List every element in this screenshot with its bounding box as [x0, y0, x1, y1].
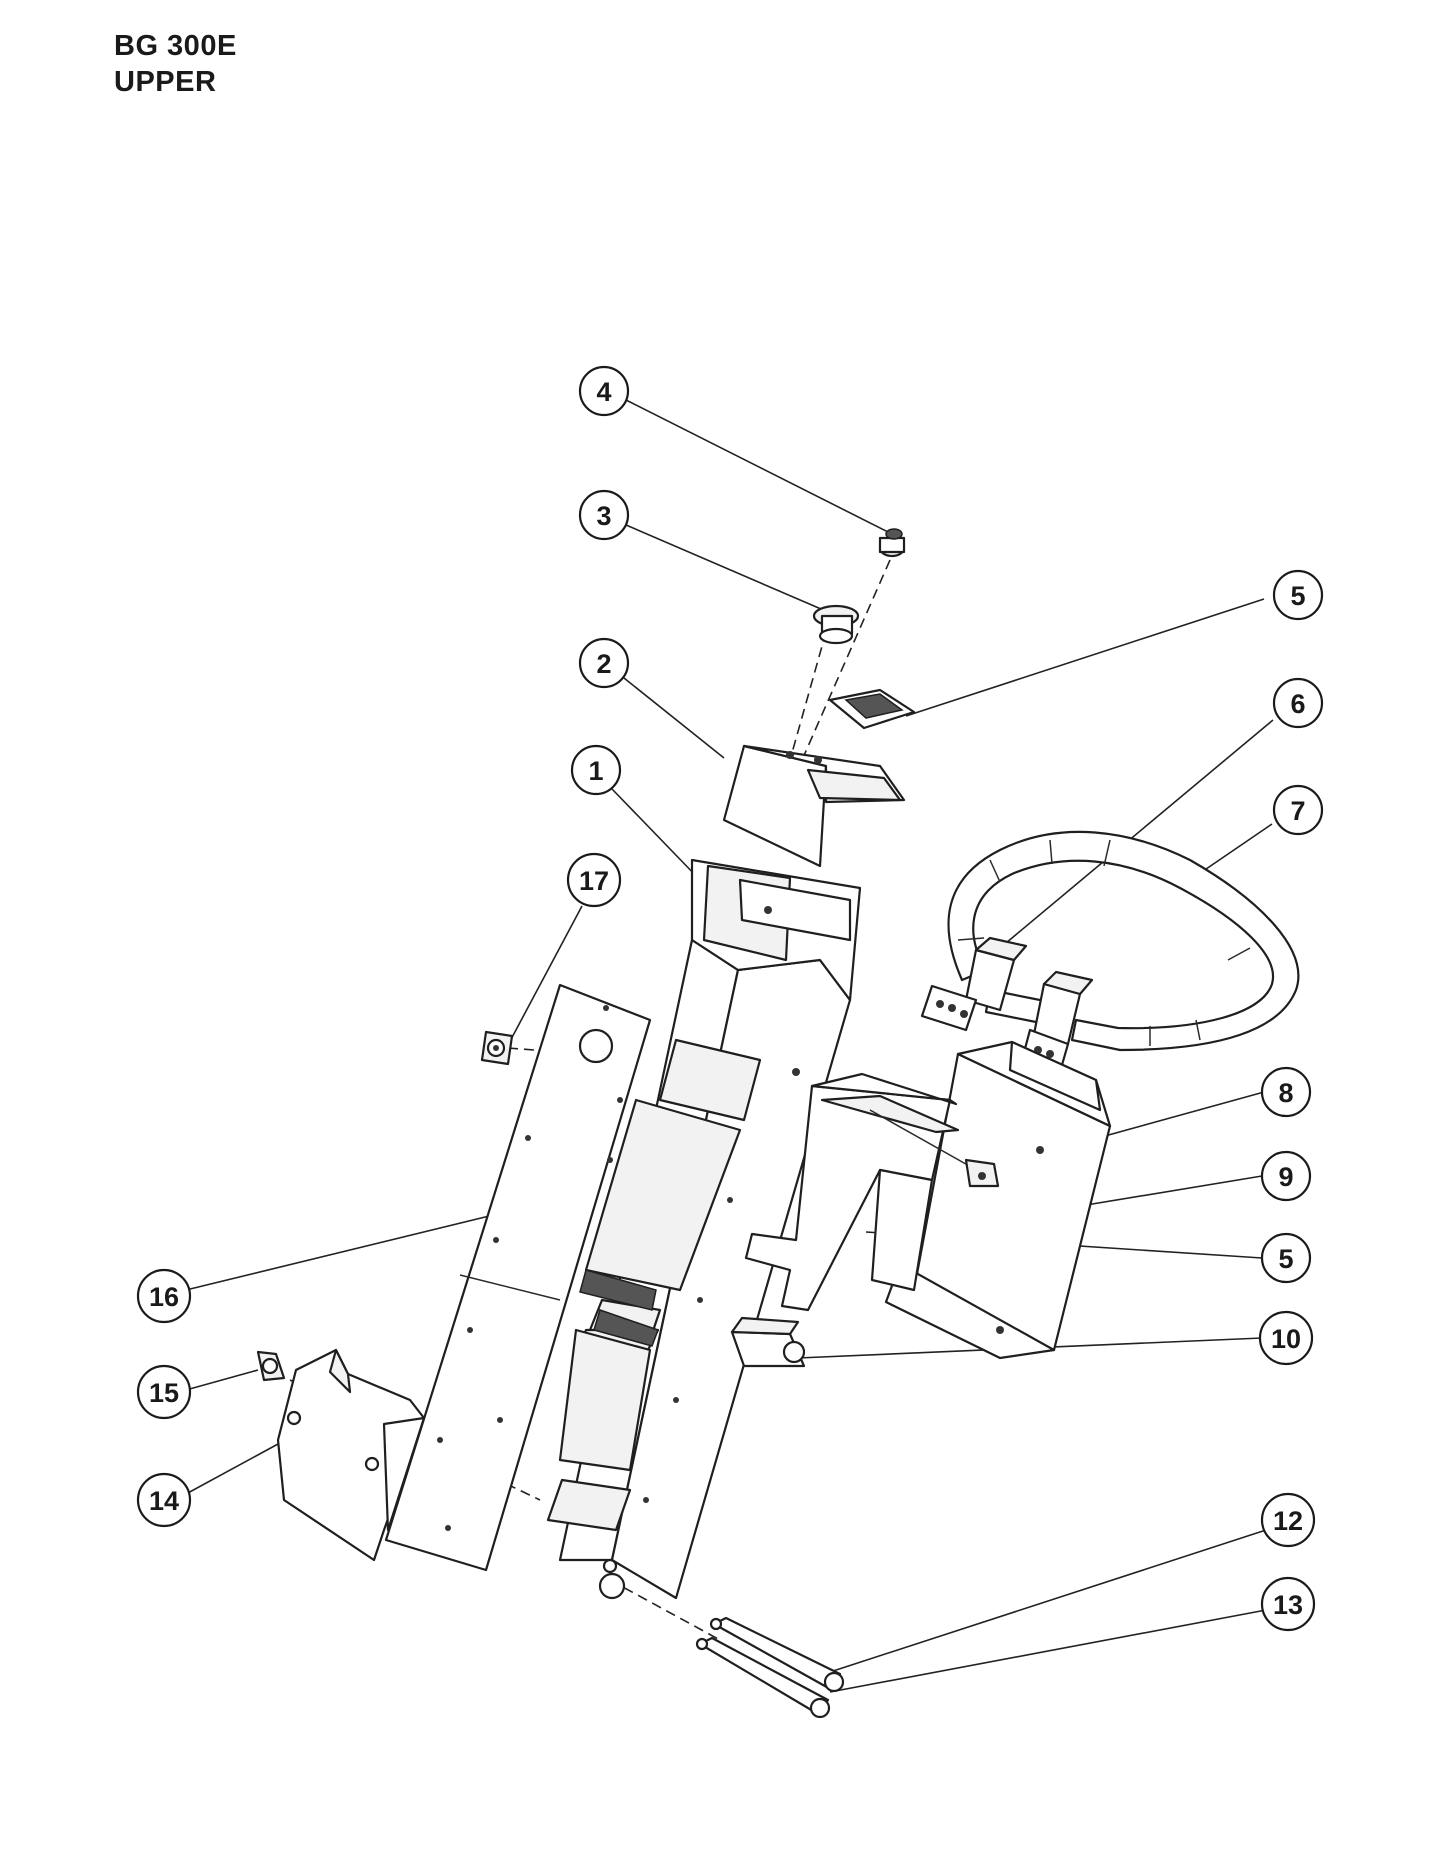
callout-14[interactable]: 14: [136, 1472, 192, 1528]
callout-7-label: 7: [1290, 796, 1305, 826]
leader-14: [185, 1443, 279, 1495]
callout-5-mid-label: 5: [1278, 1244, 1293, 1274]
part-2-control-box: [722, 744, 906, 868]
part-5-housing-body: [744, 1072, 981, 1312]
callout-6-label: 6: [1290, 689, 1305, 719]
part-12-13-pins: [695, 1616, 845, 1719]
part-10-bracket: [730, 1316, 806, 1368]
callout-12[interactable]: 12: [1260, 1492, 1316, 1548]
callout-14-label: 14: [149, 1486, 179, 1516]
callout-16[interactable]: 16: [136, 1268, 192, 1324]
part-15-latch: [256, 1350, 286, 1382]
leader-4: [625, 399, 893, 535]
callout-1[interactable]: 1: [570, 744, 622, 796]
hinge-hole-small: [602, 1558, 618, 1574]
callout-1-label: 1: [588, 756, 603, 786]
callout-10[interactable]: 10: [1258, 1310, 1314, 1366]
callout-7[interactable]: 7: [1272, 784, 1324, 836]
callout-13[interactable]: 13: [1260, 1576, 1316, 1632]
leader-17: [499, 905, 583, 1061]
callout-3[interactable]: 3: [578, 489, 630, 541]
hinge-hole-upper: [598, 1572, 626, 1600]
callout-8-label: 8: [1278, 1078, 1293, 1108]
callout-3-label: 3: [596, 501, 611, 531]
callout-2[interactable]: 2: [578, 637, 630, 689]
callout-15[interactable]: 15: [136, 1364, 192, 1420]
leader-6: [999, 719, 1274, 949]
leader-1: [611, 788, 701, 881]
dash-pins: [609, 1579, 721, 1641]
part-9-housing: [884, 1040, 1112, 1360]
callout-17[interactable]: 17: [566, 852, 622, 908]
callout-5-top-label: 5: [1290, 581, 1305, 611]
leader-5-top: [905, 598, 1265, 717]
part-14-guard: [276, 1348, 426, 1562]
callout-8[interactable]: 8: [1260, 1066, 1312, 1118]
section-title: UPPER: [114, 66, 217, 98]
callout-4-label: 4: [596, 377, 611, 407]
dash-switch: [789, 631, 827, 761]
callout-5-top[interactable]: 5: [1272, 569, 1324, 621]
callout-10-label: 10: [1271, 1324, 1301, 1354]
leader-15: [185, 1369, 259, 1391]
part-5-pad-top: [828, 688, 916, 730]
leader-12: [829, 1529, 1267, 1673]
callout-13-label: 13: [1273, 1590, 1303, 1620]
leader-16: [185, 1209, 515, 1291]
callout-12-label: 12: [1273, 1506, 1303, 1536]
leader-13: [829, 1609, 1267, 1693]
part-1-main-column: [546, 858, 862, 1600]
leader-3: [625, 524, 829, 613]
callout-9[interactable]: 9: [1260, 1150, 1312, 1202]
callout-4[interactable]: 4: [578, 365, 630, 417]
leader-2: [623, 677, 725, 759]
callout-9-label: 9: [1278, 1162, 1293, 1192]
callout-6[interactable]: 6: [1272, 677, 1324, 729]
callout-16-label: 16: [149, 1282, 179, 1312]
callout-15-label: 15: [149, 1378, 179, 1408]
part-8-knob: [964, 1158, 1000, 1188]
part-3-switch: [812, 604, 860, 645]
callout-17-label: 17: [579, 866, 609, 896]
model-title: BG 300E: [114, 30, 237, 62]
cover-plate-hole: [578, 1028, 614, 1064]
part-17-connector: [480, 1030, 514, 1066]
callout-2-label: 2: [596, 649, 611, 679]
dash-key-switch: [801, 559, 891, 761]
callout-5-mid[interactable]: 5: [1260, 1232, 1312, 1284]
part-4-key-switch: [878, 528, 906, 558]
part-16-cover-plate: [384, 983, 652, 1572]
